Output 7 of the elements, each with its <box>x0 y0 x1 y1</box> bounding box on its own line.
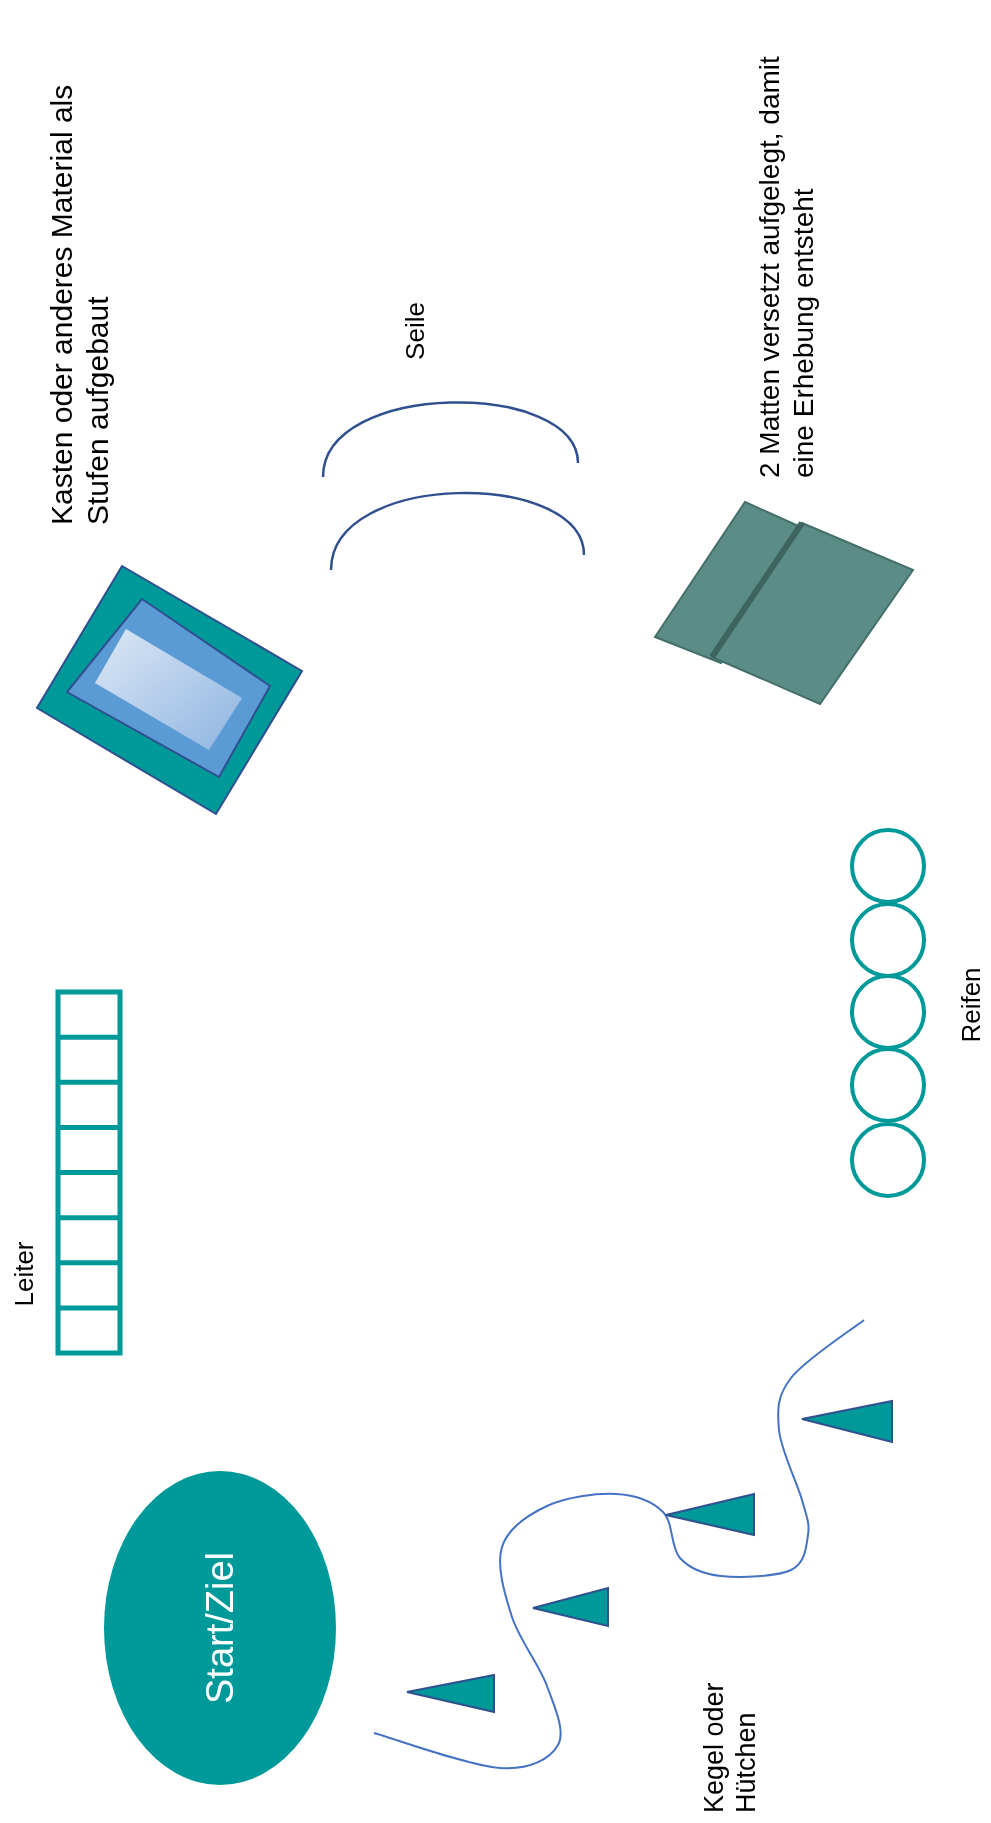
station-label: Kasten oder anderes Material als Stufen aufgebaut <box>44 83 115 525</box>
station-label: Reifen <box>956 967 988 1043</box>
node-label: Start/Ziel <box>198 1552 242 1704</box>
station-label: 2 Matten versetzt aufgelegt, damit eine Erhebung entsteht <box>753 55 820 478</box>
station-label: Leiter <box>9 1241 41 1307</box>
station-label: Seile <box>400 302 432 360</box>
station-label: Kegel oder Hütchen <box>697 1681 762 1813</box>
